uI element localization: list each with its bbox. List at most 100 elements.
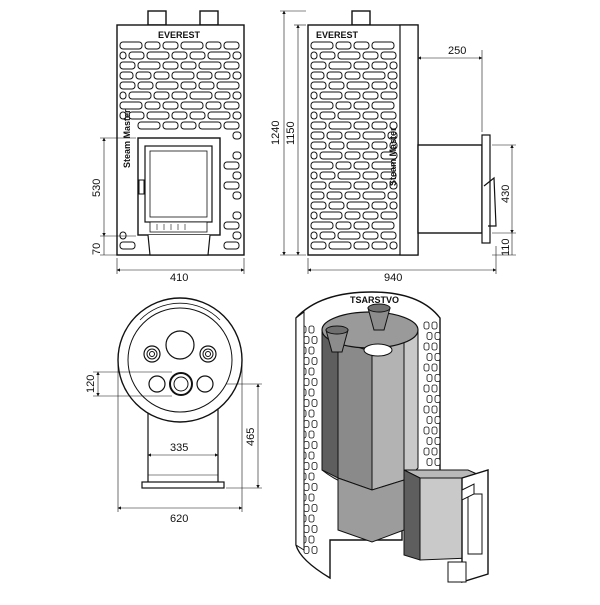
- shell-hole: [311, 378, 318, 386]
- side-steam-text: Steam Master: [388, 127, 398, 186]
- brick-opening: [371, 181, 388, 190]
- brick-opening: [162, 41, 179, 50]
- brick-opening: [371, 41, 395, 50]
- brick-opening: [337, 171, 361, 180]
- brick-opening: [196, 71, 213, 80]
- top-tunnel-width-dim: 335: [170, 442, 188, 454]
- iso-tunnel-foot: [447, 561, 467, 583]
- brick-opening: [371, 221, 395, 230]
- brick-opening: [137, 121, 161, 130]
- brick-opening: [353, 181, 370, 190]
- brick-opening: [171, 111, 188, 120]
- top-tunnel-depth-dim: 465: [245, 428, 257, 446]
- brick-opening: [371, 61, 388, 70]
- brick-opening: [328, 181, 352, 190]
- shell-hole: [308, 451, 315, 460]
- shell-hole: [303, 483, 310, 491]
- brick-opening: [344, 91, 361, 100]
- brick-opening: [223, 121, 240, 130]
- brick-opening: [180, 101, 204, 110]
- brick-opening: [310, 241, 327, 250]
- brick-opening: [128, 111, 145, 120]
- brick-opening: [353, 221, 370, 230]
- brick-opening: [119, 91, 127, 100]
- brick-opening: [180, 81, 197, 90]
- brick-opening: [171, 71, 195, 80]
- brick-opening: [146, 111, 170, 120]
- brick-opening: [380, 171, 397, 180]
- brick-opening: [310, 211, 318, 220]
- shell-hole: [311, 336, 318, 344]
- front-chimney-left: [147, 10, 167, 26]
- brick-opening: [362, 231, 379, 240]
- shell-hole: [431, 321, 438, 330]
- brick-opening: [310, 41, 334, 50]
- brick-opening: [387, 131, 398, 140]
- shell-hole: [303, 441, 310, 449]
- brick-opening: [214, 91, 231, 100]
- brick-opening: [326, 191, 343, 200]
- side-view: EVEREST Steam Master 1240 1150 250 430 1…: [270, 10, 516, 284]
- brick-opening: [371, 121, 388, 130]
- brick-opening: [223, 41, 240, 50]
- brick-opening: [371, 161, 395, 170]
- brick-opening: [162, 61, 179, 70]
- brick-opening: [171, 51, 188, 60]
- brick-opening: [310, 191, 325, 200]
- brick-opening: [216, 81, 240, 90]
- shell-hole: [426, 332, 433, 340]
- brick-opening: [232, 191, 242, 200]
- shell-hole: [434, 332, 441, 340]
- brick-opening: [335, 41, 352, 50]
- iso-tunnel-window: [467, 493, 483, 555]
- shell-hole: [434, 353, 441, 361]
- top-center-hole: [169, 372, 193, 396]
- brick-opening: [353, 161, 370, 170]
- brick-opening: [389, 61, 398, 70]
- brick-opening: [189, 91, 213, 100]
- side-tunnel-depth-dim: 250: [448, 45, 466, 57]
- brick-opening: [337, 111, 361, 120]
- shell-hole: [431, 363, 438, 372]
- brick-opening: [389, 121, 398, 130]
- shell-hole: [426, 353, 433, 361]
- shell-hole: [303, 420, 310, 428]
- brick-opening: [232, 71, 242, 80]
- iso-shell-cut-edge: [295, 311, 305, 551]
- brick-opening: [214, 71, 231, 80]
- brick-opening: [319, 91, 343, 100]
- brick-opening: [223, 61, 240, 70]
- shell-hole: [311, 525, 318, 533]
- side-tunnel-strip: [399, 24, 419, 256]
- shell-hole: [308, 367, 315, 376]
- shell-hole: [303, 378, 310, 386]
- shell-hole: [311, 420, 318, 428]
- brick-opening: [119, 71, 134, 80]
- brick-opening: [207, 51, 231, 60]
- shell-hole: [303, 504, 310, 512]
- shell-hole: [423, 405, 430, 414]
- brick-opening: [319, 51, 336, 60]
- brick-opening: [387, 71, 398, 80]
- front-ash-slots: [149, 221, 208, 233]
- brick-opening: [310, 71, 325, 80]
- brick-opening: [310, 141, 327, 150]
- brick-opening: [310, 131, 325, 140]
- front-side-text: Steam Master: [122, 109, 132, 168]
- brick-opening: [310, 111, 318, 120]
- shell-hole: [303, 546, 310, 554]
- brick-opening: [137, 81, 154, 90]
- front-view: EVEREST Steam Master 410 530 70: [91, 10, 245, 284]
- brick-opening: [335, 101, 352, 110]
- brick-opening: [310, 61, 327, 70]
- brick-opening: [180, 41, 204, 50]
- top-outer-circle: [117, 297, 243, 423]
- front-base: [147, 234, 211, 256]
- brick-opening: [326, 131, 343, 140]
- brick-opening: [135, 71, 152, 80]
- brick-opening: [198, 81, 215, 90]
- iso-tunnel-handle: [461, 483, 475, 501]
- brick-opening: [389, 201, 398, 210]
- brick-opening: [337, 51, 361, 60]
